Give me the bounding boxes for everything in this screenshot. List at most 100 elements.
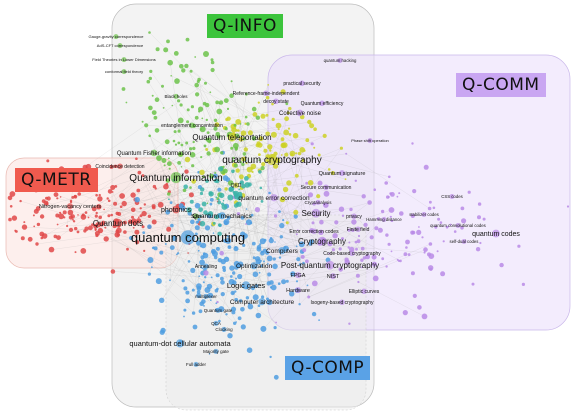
network-node <box>101 220 106 225</box>
network-node <box>218 100 224 105</box>
network-node <box>288 133 292 136</box>
network-node <box>128 219 133 224</box>
network-node <box>199 220 206 227</box>
network-node <box>166 39 170 44</box>
network-node <box>162 107 165 109</box>
network-node <box>181 279 185 283</box>
network-node <box>81 213 85 217</box>
network-node <box>161 84 164 88</box>
network-node <box>180 143 184 147</box>
network-node <box>208 191 213 196</box>
network-node <box>189 152 196 158</box>
network-node <box>194 56 197 58</box>
network-node <box>307 119 312 125</box>
network-node <box>215 178 220 184</box>
network-node <box>279 196 286 203</box>
network-node <box>229 265 235 271</box>
network-node <box>177 117 184 124</box>
network-node <box>196 283 202 289</box>
network-node <box>273 326 277 330</box>
network-node <box>209 173 214 179</box>
network-node <box>199 245 203 248</box>
network-node <box>95 193 98 197</box>
network-node <box>267 144 273 150</box>
network-edge <box>302 149 319 197</box>
network-node <box>73 194 77 198</box>
network-node <box>318 229 324 235</box>
term-node <box>273 98 279 105</box>
network-node <box>423 247 428 252</box>
term-node <box>113 34 119 40</box>
network-edge <box>205 196 319 256</box>
network-node <box>319 219 324 225</box>
network-node <box>200 156 203 159</box>
network-edge <box>139 172 204 302</box>
network-node <box>328 252 331 255</box>
network-node <box>258 153 261 157</box>
network-node <box>269 355 272 359</box>
network-node <box>208 140 212 144</box>
network-node <box>151 110 157 115</box>
network-edge <box>233 126 302 245</box>
network-node <box>148 134 151 138</box>
network-node <box>287 127 291 130</box>
network-edge <box>346 153 430 209</box>
network-node <box>19 199 22 203</box>
term-node <box>325 260 335 270</box>
network-node <box>317 180 323 186</box>
network-node <box>110 269 116 274</box>
network-node <box>131 215 134 219</box>
network-edge <box>79 193 155 223</box>
network-node <box>235 277 237 280</box>
network-edge <box>358 281 425 317</box>
network-node <box>347 228 351 232</box>
network-node <box>313 146 316 149</box>
network-node <box>330 171 335 175</box>
network-node <box>265 95 270 100</box>
network-node <box>302 261 305 265</box>
network-node <box>374 226 379 231</box>
network-node <box>429 267 433 271</box>
network-edge <box>232 292 277 323</box>
network-node <box>84 226 89 231</box>
network-node <box>242 152 247 156</box>
network-node <box>184 156 191 163</box>
network-node <box>334 220 339 225</box>
network-node <box>387 242 391 246</box>
network-node <box>223 256 230 262</box>
network-node <box>421 313 428 320</box>
network-node <box>126 247 129 251</box>
network-node <box>189 69 193 73</box>
network-node <box>214 146 221 153</box>
term-label: Quantum teleportation <box>192 133 271 142</box>
network-node <box>207 211 214 217</box>
network-edge <box>226 119 297 235</box>
network-node <box>197 170 200 174</box>
network-node <box>389 192 392 195</box>
network-node <box>189 147 193 151</box>
network-node <box>247 130 253 136</box>
network-node <box>281 279 287 285</box>
term-label: Annealing <box>195 264 217 270</box>
network-node <box>185 298 191 304</box>
network-node <box>204 276 207 279</box>
term-label: Finite field <box>347 227 370 233</box>
term-node <box>317 236 327 246</box>
network-node <box>283 246 287 249</box>
network-node <box>229 93 234 98</box>
term-node <box>193 361 199 367</box>
network-node <box>117 212 122 216</box>
term-label: Field Theories in Lower Dimensions <box>92 57 156 62</box>
network-node <box>103 236 109 242</box>
network-node <box>271 117 275 121</box>
term-label: conformal field theory <box>105 69 143 74</box>
term-node <box>330 273 336 280</box>
network-edge <box>38 168 170 209</box>
network-node <box>239 174 244 180</box>
network-node <box>210 58 214 62</box>
network-node <box>222 168 228 174</box>
network-node <box>149 69 153 73</box>
network-node <box>45 202 49 206</box>
network-node <box>36 222 41 227</box>
network-node <box>232 142 239 149</box>
